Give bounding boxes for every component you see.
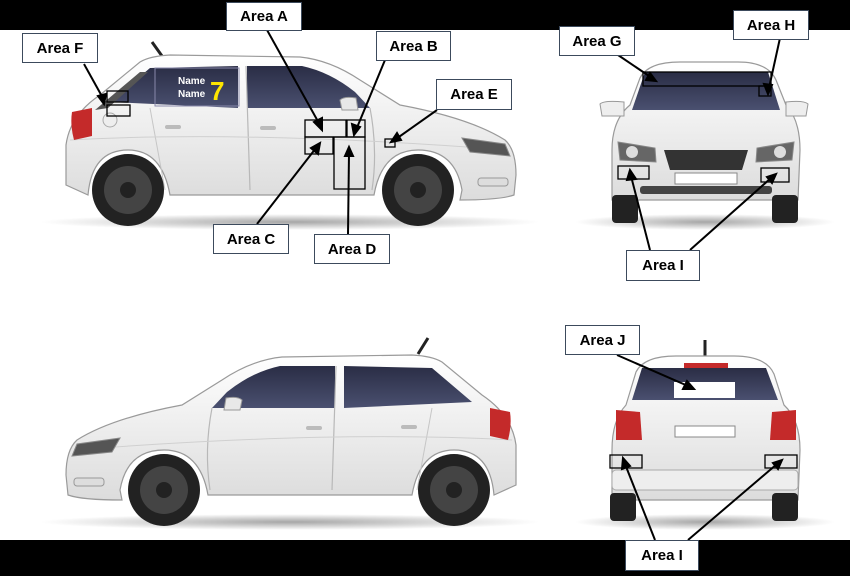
car-side-view-left [40,337,540,530]
car-side-view-right [40,41,540,230]
label-area-f: Area F [22,33,98,63]
label-area-c: Area C [213,224,289,254]
label-area-i-front: Area I [626,250,700,281]
label-area-b: Area B [376,31,451,61]
label-area-g: Area G [559,26,635,56]
sticker-number: 7 [210,76,224,106]
sticker-name-line1: Name [178,76,206,87]
label-area-i-rear: Area I [625,540,699,571]
sticker-name-line2: Name [178,89,206,100]
label-area-d: Area D [314,234,390,264]
label-area-a: Area A [226,2,302,31]
top-black-bar [0,0,850,30]
pointer-arrows [83,29,784,541]
car-front-view [575,61,835,230]
label-area-e: Area E [436,79,512,110]
bottom-black-bar [0,540,850,576]
label-area-j: Area J [565,325,640,355]
car-rear-view [575,340,835,530]
label-area-h: Area H [733,10,809,40]
